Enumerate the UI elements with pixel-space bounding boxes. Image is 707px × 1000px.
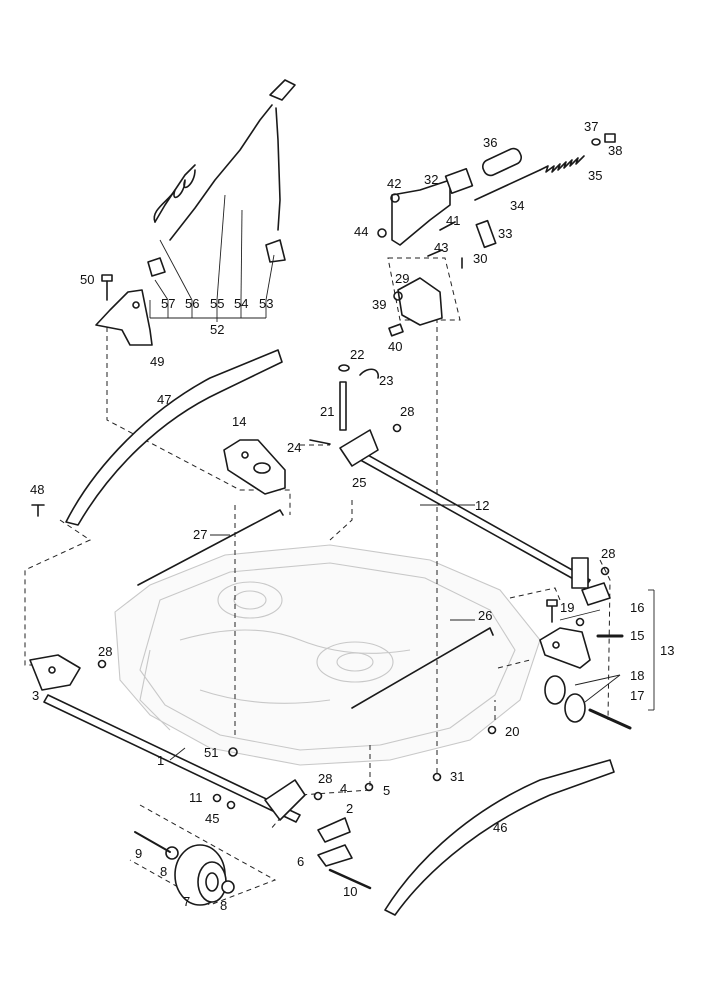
callout-42: 42 — [387, 176, 401, 191]
callout-8a: 8 — [160, 864, 167, 879]
callout-35: 35 — [588, 168, 602, 183]
callout-32: 32 — [424, 172, 438, 187]
callout-48: 48 — [30, 482, 44, 497]
rollers-18 — [544, 675, 586, 723]
callout-54: 54 — [234, 296, 248, 311]
bolt-48 — [31, 504, 45, 517]
callout-22: 22 — [350, 347, 364, 362]
callout-53: 53 — [259, 296, 273, 311]
callout-30: 30 — [473, 251, 487, 266]
callout-33: 33 — [498, 226, 512, 241]
callout-39: 39 — [372, 297, 386, 312]
washer-22 — [338, 364, 350, 372]
grip-36 — [481, 147, 523, 177]
nuts-8 — [165, 846, 235, 894]
callout-6: 6 — [297, 854, 304, 869]
callout-20: 20 — [505, 724, 519, 739]
callout-7: 7 — [183, 894, 190, 909]
leader-lines — [149, 194, 655, 761]
callout-16: 16 — [630, 600, 644, 615]
callout-51: 51 — [204, 745, 218, 760]
callout-23: 23 — [379, 373, 393, 388]
callout-19: 19 — [560, 600, 574, 615]
callout-14: 14 — [232, 414, 246, 429]
spring-chain-kit — [147, 79, 296, 277]
handle-left — [65, 349, 283, 526]
bolt-50 — [101, 274, 113, 301]
link-6 — [317, 844, 353, 867]
callout-49: 49 — [150, 354, 164, 369]
callout-37: 37 — [584, 119, 598, 134]
rod-26 — [351, 627, 494, 709]
callout-36: 36 — [483, 135, 497, 150]
bolt-10 — [328, 868, 372, 890]
callout-52: 52 — [210, 322, 224, 337]
spring-35 — [539, 155, 585, 173]
washers-misc — [97, 423, 610, 810]
bolt-19 — [546, 599, 558, 623]
callout-40: 40 — [388, 339, 402, 354]
rod-27 — [137, 509, 284, 586]
callout-43: 43 — [434, 240, 448, 255]
callout-15: 15 — [630, 628, 644, 643]
callout-41: 41 — [446, 213, 460, 228]
rear-axle — [339, 429, 611, 606]
callout-50: 50 — [80, 272, 94, 287]
callout-28d: 28 — [318, 771, 332, 786]
link-33 — [475, 219, 497, 249]
bracket-14 — [223, 439, 286, 495]
pin-9 — [134, 831, 171, 853]
callout-17: 17 — [630, 688, 644, 703]
callout-4: 4 — [340, 781, 347, 796]
callout-47: 47 — [157, 392, 171, 407]
callout-10: 10 — [343, 884, 357, 899]
callout-56: 56 — [185, 296, 199, 311]
callout-38: 38 — [608, 143, 622, 158]
callout-18: 18 — [630, 668, 644, 683]
callout-57: 57 — [161, 296, 175, 311]
callout-9: 9 — [135, 846, 142, 861]
callout-labels: 1 2 3 4 5 6 7 8 8 9 10 11 12 13 14 15 16… — [30, 119, 674, 913]
callout-44: 44 — [354, 224, 368, 239]
callout-31: 31 — [450, 769, 464, 784]
callout-26: 26 — [478, 608, 492, 623]
assembly-dashed-lines — [24, 257, 611, 906]
shaft-17 — [588, 708, 632, 730]
rod-34 — [474, 169, 541, 201]
mower-deck-outline — [114, 544, 541, 766]
callout-46: 46 — [493, 820, 507, 835]
callout-28a: 28 — [400, 404, 414, 419]
pin-21 — [339, 381, 347, 431]
callout-25: 25 — [352, 475, 366, 490]
callout-24: 24 — [287, 440, 301, 455]
hanger-bracket — [95, 289, 153, 346]
callout-8b: 8 — [220, 898, 227, 913]
bracket-29 — [397, 277, 443, 326]
lever-32 — [391, 167, 474, 246]
clip-23 — [359, 368, 379, 379]
callout-11: 11 — [189, 790, 203, 805]
wheel — [174, 844, 227, 906]
callout-28b: 28 — [601, 546, 615, 561]
callout-34: 34 — [510, 198, 524, 213]
callout-5: 5 — [383, 783, 390, 798]
callout-45: 45 — [205, 811, 219, 826]
callout-21: 21 — [320, 404, 334, 419]
callout-1: 1 — [157, 753, 164, 768]
callout-27: 27 — [193, 527, 207, 542]
callout-12: 12 — [475, 498, 489, 513]
bracket-16 — [539, 627, 591, 669]
callout-2: 2 — [346, 801, 353, 816]
lever-2 — [317, 817, 351, 843]
callout-28c: 28 — [98, 644, 112, 659]
callout-55: 55 — [210, 296, 224, 311]
handle-right — [384, 759, 615, 916]
callout-3: 3 — [32, 688, 39, 703]
callout-13: 13 — [660, 643, 674, 658]
callout-29: 29 — [395, 271, 409, 286]
small-parts-37-44 — [377, 133, 616, 337]
